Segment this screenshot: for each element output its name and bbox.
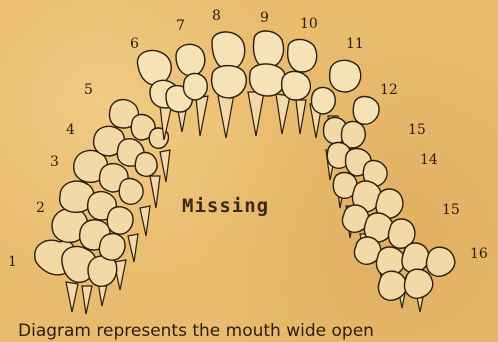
- incisor-group: [176, 31, 317, 138]
- tooth-label-13: 15: [408, 122, 426, 138]
- tooth-label-4: 4: [66, 122, 75, 138]
- tooth-label-7: 7: [176, 18, 185, 34]
- left-molar-group: [35, 100, 170, 314]
- tooth-label-10: 10: [300, 16, 318, 32]
- missing-label: Missing: [182, 195, 269, 217]
- tooth-label-1: 1: [8, 254, 17, 270]
- tooth-label-9: 9: [260, 10, 269, 26]
- tooth-label-12: 12: [380, 82, 398, 98]
- right-molar-group: [323, 117, 454, 312]
- tooth-label-11: 11: [346, 36, 364, 52]
- tooth-label-16: 16: [470, 246, 488, 262]
- tooth-label-15: 15: [442, 202, 460, 218]
- tooth-label-5: 5: [84, 82, 93, 98]
- tooth-label-6: 6: [130, 36, 139, 52]
- tooth-label-2: 2: [36, 200, 45, 216]
- diagram-caption: Diagram represents the mouth wide open: [18, 321, 374, 341]
- tooth-label-3: 3: [50, 154, 59, 170]
- tooth-label-14: 14: [420, 152, 438, 168]
- tooth-label-8: 8: [212, 8, 221, 24]
